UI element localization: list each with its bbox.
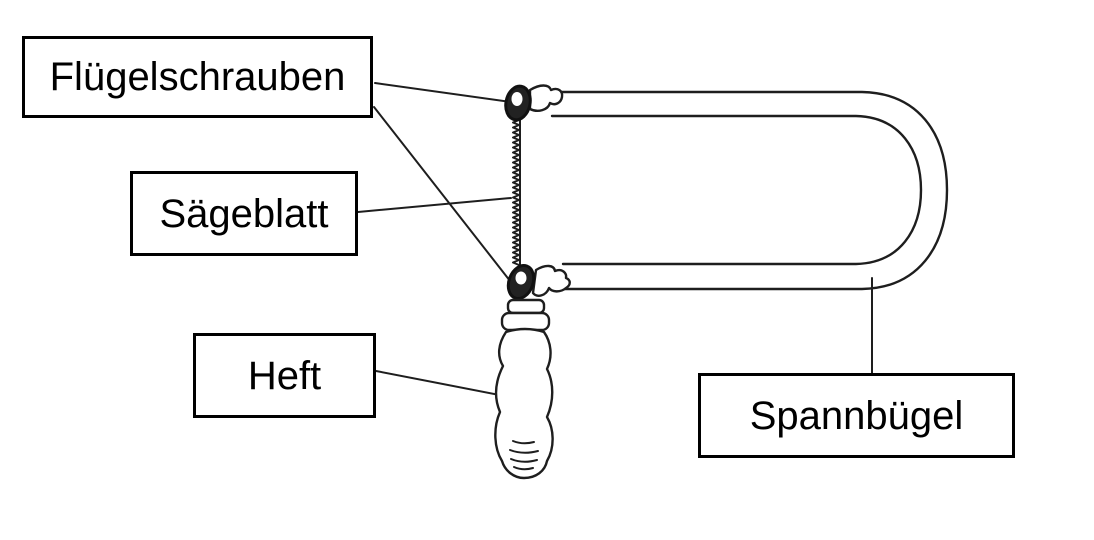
top-wing-screw	[504, 84, 564, 122]
bottom-wing-screw-highlight	[515, 271, 527, 285]
saw-frame-outer	[529, 90, 949, 291]
bottom-wing-screw-wing	[531, 264, 571, 297]
leader-heft	[375, 370, 516, 399]
label-spannbuegel: Spannbügel	[698, 373, 1015, 458]
handle-grip-line-1	[512, 440, 535, 445]
bottom-wing-screw	[506, 264, 571, 300]
top-wing-screw-wing	[528, 84, 564, 112]
label-saegeblatt: Sägeblatt	[130, 171, 358, 256]
saw-frame	[529, 90, 949, 291]
saw-blade	[512, 117, 521, 267]
saw-blade-teeth	[512, 119, 520, 266]
handle-ferrule-top	[506, 298, 546, 315]
leader-fluegelschrauben-top	[374, 82, 512, 103]
saw-frame-inner	[550, 114, 923, 266]
label-heft: Heft	[193, 333, 376, 418]
handle-grip-line-4	[513, 466, 534, 471]
label-heft-text: Heft	[247, 353, 322, 398]
saw-handle	[494, 298, 554, 480]
handle-grip-line-2	[509, 449, 539, 454]
label-fluegelschrauben: Flügelschrauben	[22, 36, 373, 118]
handle-body	[494, 327, 554, 480]
label-spannbuegel-text: Spannbügel	[749, 393, 964, 438]
leader-fluegelschrauben-bottom	[373, 106, 515, 287]
leader-lines	[357, 82, 873, 399]
label-fluegelschrauben-text: Flügelschrauben	[49, 55, 346, 99]
handle-ferrule-bottom	[500, 311, 551, 332]
handle-grip-line-3	[510, 458, 538, 463]
leader-saegeblatt	[357, 197, 512, 213]
top-wing-screw-highlight	[511, 92, 523, 106]
label-saegeblatt-text: Sägeblatt	[159, 191, 329, 236]
